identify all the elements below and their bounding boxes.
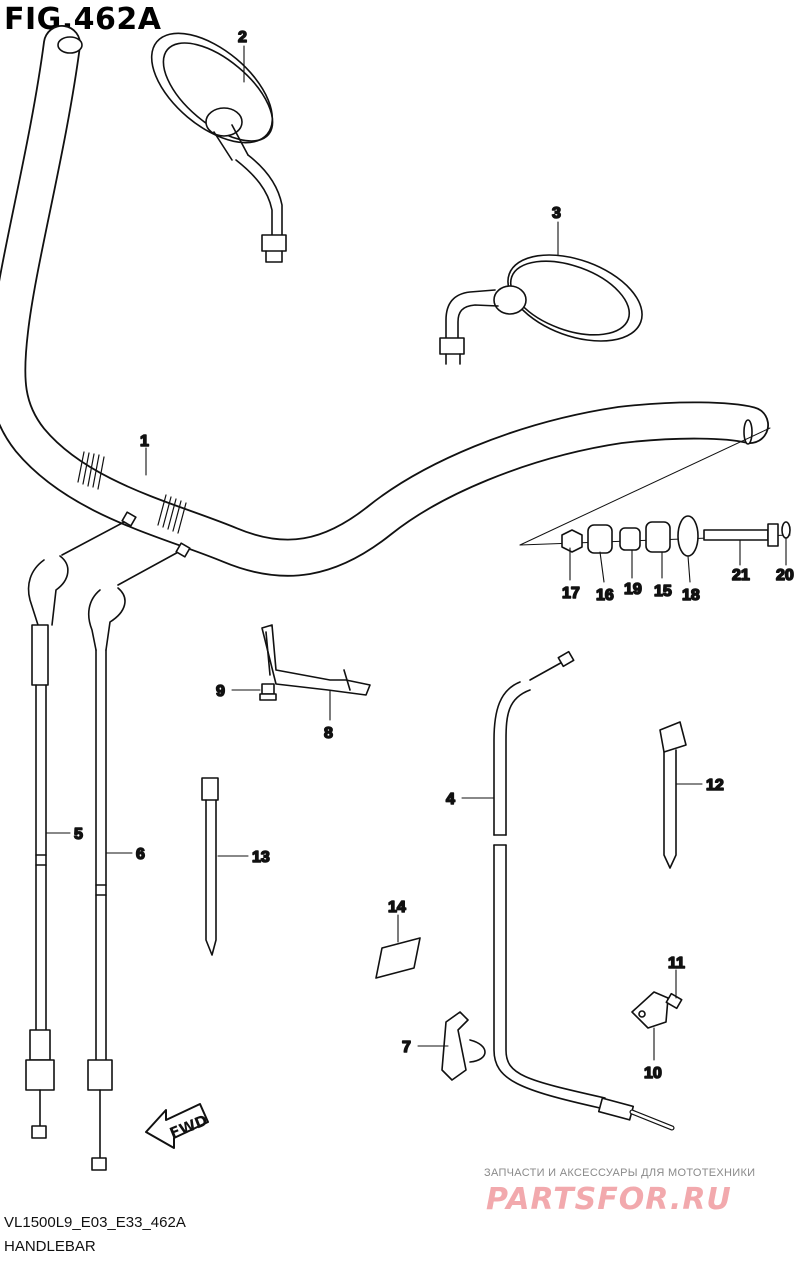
- hardware-row: [519, 515, 791, 557]
- callout-3: 3: [552, 205, 561, 222]
- watermark-logo: PARTSFOR.RU: [486, 1182, 732, 1217]
- callout-17: 17: [562, 585, 580, 602]
- callout-1: 1: [140, 433, 149, 450]
- cable-tie-12: [659, 721, 687, 869]
- leader-lines: [45, 45, 787, 1061]
- callout-19: 19: [624, 581, 642, 598]
- cushion-part: [645, 521, 671, 553]
- label-sticker-14: [375, 937, 421, 979]
- callout-numbers: 1 2 3 4 5 6 7 8 9 10 11 12 13 14 15 16 1…: [73, 28, 794, 1083]
- bolt-head: [767, 523, 779, 547]
- callout-2: 2: [238, 29, 247, 46]
- callout-4: 4: [446, 791, 455, 808]
- fwd-arrow-icon: FWD: [145, 1103, 210, 1149]
- clip-part-7: [441, 1011, 486, 1081]
- bracket-part-10: [631, 991, 669, 1029]
- nut-part: [561, 529, 583, 553]
- callout-5: 5: [74, 826, 83, 843]
- callout-18: 18: [682, 587, 700, 604]
- throttle-cable-6: [87, 542, 191, 1171]
- figure-title: FIG.462A: [4, 2, 162, 37]
- lockwasher-part: [781, 521, 791, 539]
- cable-tie-13: [201, 777, 219, 956]
- callout-11: 11: [668, 955, 685, 972]
- bolt-shank: [703, 529, 769, 541]
- callout-15: 15: [654, 583, 672, 600]
- callout-6: 6: [136, 846, 145, 863]
- bolt-part-11: [665, 992, 683, 1010]
- callout-9: 9: [216, 683, 225, 700]
- callout-12: 12: [706, 777, 724, 794]
- figure-name: HANDLEBAR: [4, 1238, 96, 1255]
- callout-20: 20: [776, 567, 794, 584]
- clamp-part-8: [261, 624, 371, 696]
- handlebar-part: [0, 25, 771, 577]
- mirror-right-part: [439, 254, 643, 365]
- callout-10: 10: [644, 1065, 662, 1082]
- callout-21: 21: [732, 567, 750, 584]
- throttle-cable-5: [25, 511, 137, 1139]
- callout-14: 14: [388, 899, 406, 916]
- callout-7: 7: [402, 1039, 411, 1056]
- callout-16: 16: [596, 587, 614, 604]
- watermark-tagline: ЗАПЧАСТИ И АКСЕССУАРЫ ДЛЯ МОТОТЕХНИКИ: [484, 1167, 756, 1179]
- spacer-part: [619, 527, 641, 551]
- figure-code: VL1500L9_E03_E33_462A: [4, 1214, 186, 1231]
- callout-8: 8: [324, 725, 333, 742]
- bolt-part-9: [259, 683, 277, 701]
- washer-part: [677, 515, 699, 557]
- clutch-cable-4: [493, 650, 675, 1131]
- callout-13: 13: [252, 849, 270, 866]
- mirror-left-part: [150, 32, 287, 263]
- bushing-part: [587, 524, 613, 554]
